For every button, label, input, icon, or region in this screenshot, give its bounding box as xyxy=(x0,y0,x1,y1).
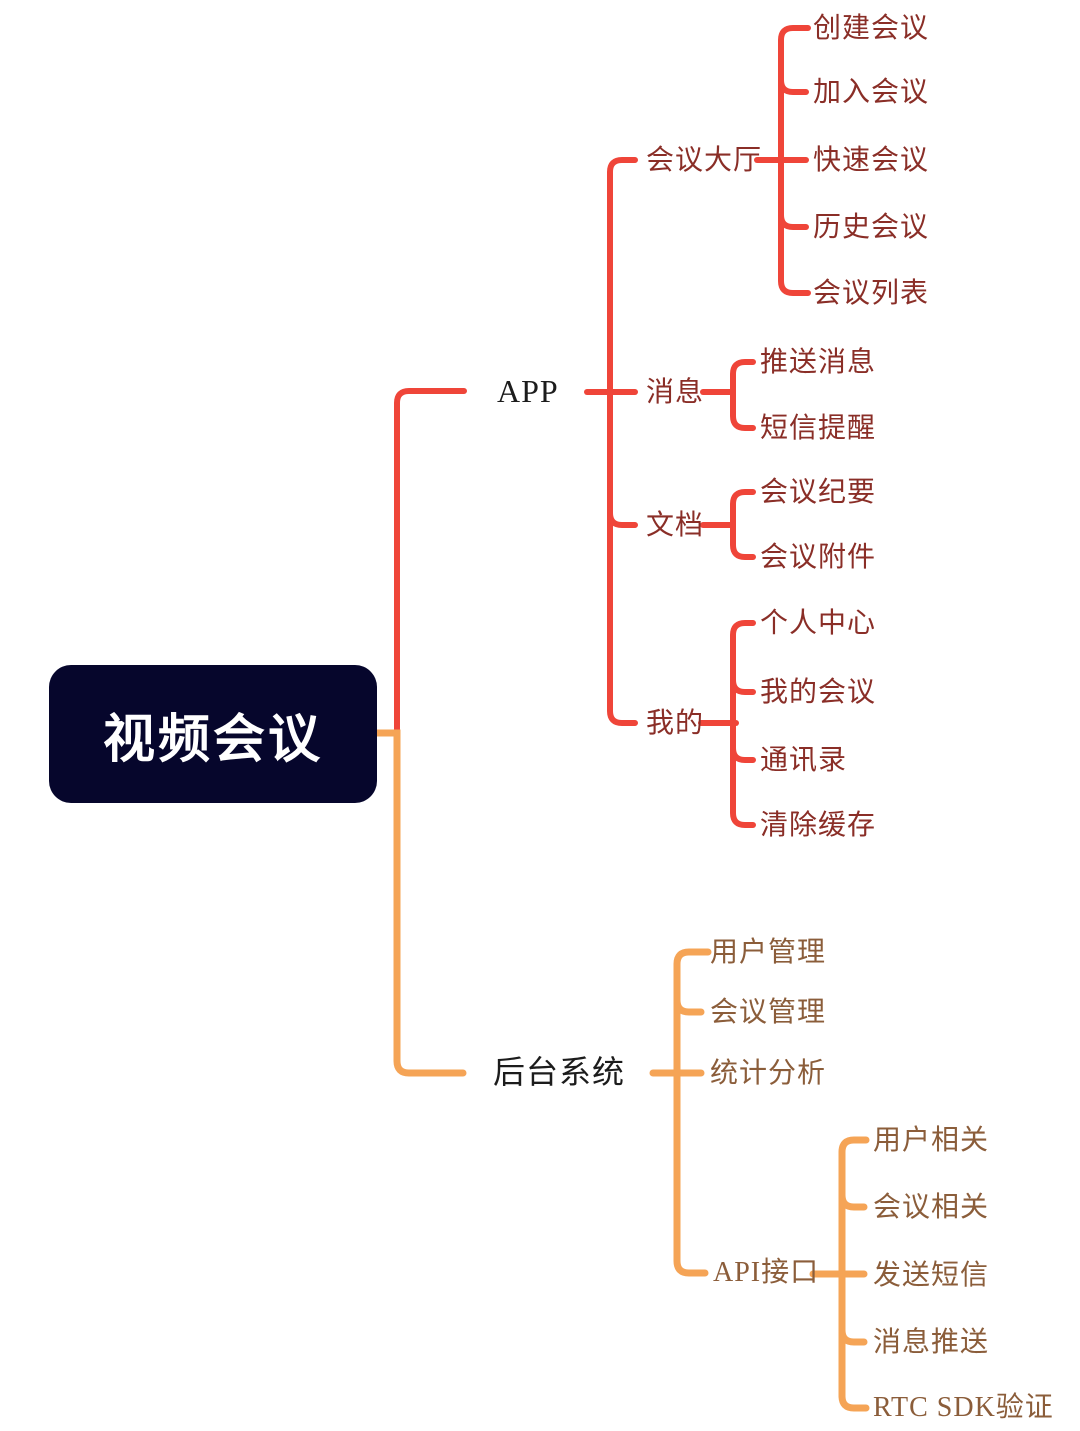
node-rtc-sdk-verification[interactable]: RTC SDK验证 xyxy=(873,1392,1054,1423)
node-clear-cache[interactable]: 清除缓存 xyxy=(760,809,877,840)
node-statistics-analysis[interactable]: 统计分析 xyxy=(710,1057,827,1088)
node-history-meeting[interactable]: 历史会议 xyxy=(813,211,930,242)
messages-children-trunk xyxy=(730,359,756,431)
meeting-hall-children-trunk xyxy=(778,25,811,296)
node-contacts[interactable]: 通讯录 xyxy=(760,744,848,775)
edge-trunk-to-documents xyxy=(607,510,638,528)
edge-my-meetings xyxy=(730,677,756,695)
node-meeting-hall[interactable]: 会议大厅 xyxy=(646,144,763,175)
node-message-push[interactable]: 消息推送 xyxy=(873,1326,990,1357)
node-user-management[interactable]: 用户管理 xyxy=(710,936,827,967)
node-meeting-attachment[interactable]: 会议附件 xyxy=(760,541,877,572)
node-backend-system[interactable]: 后台系统 xyxy=(493,1054,626,1090)
edge-contacts xyxy=(730,745,756,763)
node-join-meeting[interactable]: 加入会议 xyxy=(813,76,930,107)
edge-join-meeting xyxy=(778,77,809,95)
node-messages[interactable]: 消息 xyxy=(646,376,705,407)
node-push-message[interactable]: 推送消息 xyxy=(760,346,877,377)
node-personal-center[interactable]: 个人中心 xyxy=(760,607,877,638)
node-user-related[interactable]: 用户相关 xyxy=(873,1124,990,1155)
node-quick-meeting[interactable]: 快速会议 xyxy=(813,144,930,175)
app-children-trunk xyxy=(607,157,638,726)
documents-children-trunk xyxy=(730,489,756,560)
edge-root-to-backend xyxy=(371,729,467,1077)
node-meeting-minutes[interactable]: 会议纪要 xyxy=(760,476,877,507)
api-children-trunk xyxy=(838,1136,870,1412)
node-meeting-management[interactable]: 会议管理 xyxy=(710,996,827,1027)
edge-meeting-management xyxy=(673,996,705,1016)
node-sms-reminder[interactable]: 短信提醒 xyxy=(760,412,877,443)
node-send-sms[interactable]: 发送短信 xyxy=(873,1259,990,1290)
root-node-video-conference[interactable]: 视频会议 xyxy=(49,665,377,803)
node-meeting-related[interactable]: 会议相关 xyxy=(873,1191,990,1222)
backend-branch-connectors xyxy=(371,729,870,1412)
root-node-label: 视频会议 xyxy=(102,710,323,769)
edge-root-to-app xyxy=(394,388,467,736)
edge-message-push xyxy=(838,1326,868,1346)
edge-history-meeting xyxy=(778,212,809,230)
node-create-meeting[interactable]: 创建会议 xyxy=(813,12,930,43)
backend-children-trunk xyxy=(673,948,712,1277)
node-mine[interactable]: 我的 xyxy=(646,707,705,738)
app-branch-connectors xyxy=(394,25,811,828)
node-api-interface[interactable]: API接口 xyxy=(713,1257,820,1288)
node-meeting-list[interactable]: 会议列表 xyxy=(813,277,930,308)
edge-meeting-related xyxy=(838,1191,868,1211)
node-app[interactable]: APP xyxy=(497,373,559,409)
node-documents[interactable]: 文档 xyxy=(646,509,705,540)
node-my-meetings[interactable]: 我的会议 xyxy=(760,676,877,707)
mine-children-trunk xyxy=(730,620,756,828)
